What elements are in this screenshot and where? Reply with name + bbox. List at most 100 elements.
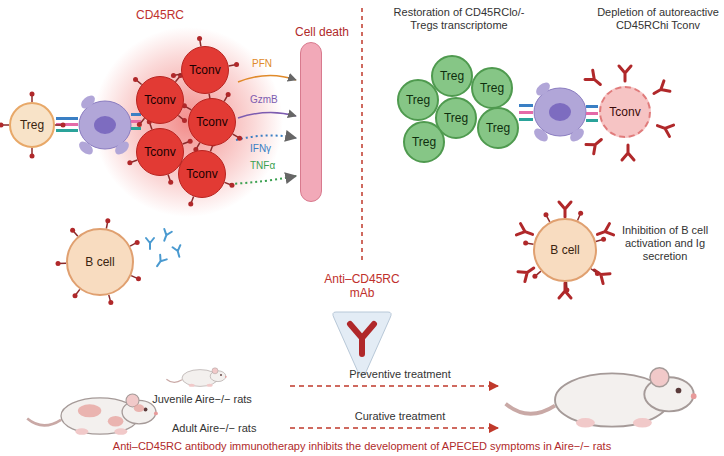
receptor-stalks: [136, 276, 141, 281]
antigen-presenting-cell: [534, 88, 586, 136]
receptor-stalks: [127, 160, 132, 165]
synapse-receptors: [56, 129, 78, 132]
bound-antibodies: [591, 265, 610, 283]
treatment-arrows: [290, 427, 498, 429]
rats: [27, 394, 158, 435]
tconv-cell: Tconv: [136, 76, 184, 124]
receptor-stalks: [0, 123, 4, 128]
receptor-stalks: [188, 201, 193, 206]
receptor-stalks: [0, 36, 606, 305]
cytotoxic-arrows: [230, 75, 296, 184]
tconv-cell: Tconv: [188, 98, 236, 146]
treatment-label: Anti–CD45RC mAb: [312, 272, 412, 301]
bound-antibodies: [518, 263, 537, 281]
group-label: Juvenile Aire−/− rats: [140, 393, 264, 406]
receptor-stalks: [226, 92, 231, 97]
treg-cell: Treg: [471, 67, 513, 109]
receptor-stalks: [543, 212, 548, 217]
cytokine-label: PFN: [252, 58, 286, 70]
rats: [108, 416, 124, 426]
bound-antibodies: [516, 66, 673, 298]
synapse-receptors: [586, 105, 598, 108]
bound-antibodies: [559, 283, 571, 298]
cell-label: B cell: [550, 243, 579, 257]
receptor-stalks: [73, 293, 78, 298]
receptor-stalks: [135, 240, 140, 245]
cytotoxic-arrows: [236, 135, 296, 140]
antigen-presenting-cell: [77, 139, 96, 157]
synapse-receptors: [519, 111, 533, 114]
synapse-receptors: [56, 117, 78, 120]
receptor-stalks: [595, 271, 600, 276]
antigen-presenting-cell: [568, 126, 587, 144]
bound-antibodies: [559, 202, 571, 217]
rats: [134, 404, 144, 412]
cytokine-label: IFNγ: [250, 143, 290, 155]
receptor-stalks: [61, 123, 66, 128]
mab-shield: [333, 312, 391, 376]
cell-label: Tconv: [144, 145, 175, 159]
free-antibodies: [173, 245, 184, 258]
receptor-stalks: [30, 92, 35, 97]
receptor-stalks: [188, 139, 193, 144]
antigen-presenting-cell: [113, 139, 132, 157]
free-antibodies: [146, 238, 154, 249]
rats: [27, 394, 158, 435]
treatment-arrows: [290, 385, 498, 387]
divider: [362, 8, 363, 262]
receptor-stalks: [108, 300, 113, 305]
cell-label: B cell: [85, 255, 114, 269]
synapse-receptors: [131, 127, 141, 130]
receptor-stalks: [523, 240, 528, 245]
bound-antibodies: [655, 120, 673, 136]
receptor-stalks: [168, 180, 173, 185]
receptor-stalks: [133, 77, 138, 82]
receptor-stalks: [105, 218, 110, 223]
cytokine-label: GzmB: [250, 94, 290, 106]
cell-label: Tconv: [189, 63, 220, 77]
cell-label: Treg: [20, 118, 44, 132]
cell-label: Treg: [486, 121, 510, 135]
tconv-cell: Tconv: [599, 86, 651, 138]
rats: [78, 404, 101, 417]
rats: [166, 368, 226, 387]
receptor-stalks: [56, 261, 61, 266]
receptor-stalks: [532, 274, 537, 279]
treg-cell: Treg: [431, 55, 473, 97]
synapse-receptors: [586, 112, 598, 115]
cell-label: Tconv: [186, 167, 217, 181]
tconv-cell: Tconv: [181, 46, 229, 94]
b-cell: B cell: [66, 228, 134, 296]
cell-label: Treg: [444, 111, 468, 125]
arrow-label: Preventive treatment: [320, 368, 480, 381]
receptor-stalks: [30, 154, 35, 159]
arrow-label: Curative treatment: [320, 410, 480, 423]
cell-label: Treg: [406, 93, 430, 107]
mab-shield: [350, 324, 374, 354]
receptor-stalks: [137, 122, 142, 127]
receptor-stalks: [197, 36, 202, 41]
cell-label: Tconv: [609, 105, 640, 119]
receptor-stalks: [564, 287, 569, 292]
cell-label: Treg: [480, 81, 504, 95]
bound-antibodies: [586, 135, 605, 154]
cell-label: Treg: [412, 135, 436, 149]
receptor-stalks: [171, 73, 176, 78]
bound-antibodies: [585, 70, 604, 89]
group-label: Adult Aire−/− rats: [172, 422, 282, 435]
free-antibodies: [154, 255, 167, 269]
effect-note: Inhibition of B cell activation and Ig s…: [610, 224, 720, 264]
synapse-receptors: [56, 123, 78, 126]
antigen-presenting-cell: [549, 103, 571, 121]
cytotoxic-arrows: [238, 112, 296, 118]
treg-cell: Treg: [403, 121, 445, 163]
receptor-stalks: [229, 183, 234, 188]
bound-antibodies: [622, 145, 634, 160]
tconv-cell: Tconv: [136, 128, 184, 176]
synapse-receptors: [519, 104, 533, 107]
bound-antibodies: [619, 66, 631, 81]
rats: [27, 368, 696, 435]
receptor-stalks: [70, 228, 75, 233]
free-antibodies: [146, 229, 183, 268]
cytotoxic-arrows: [230, 176, 296, 184]
